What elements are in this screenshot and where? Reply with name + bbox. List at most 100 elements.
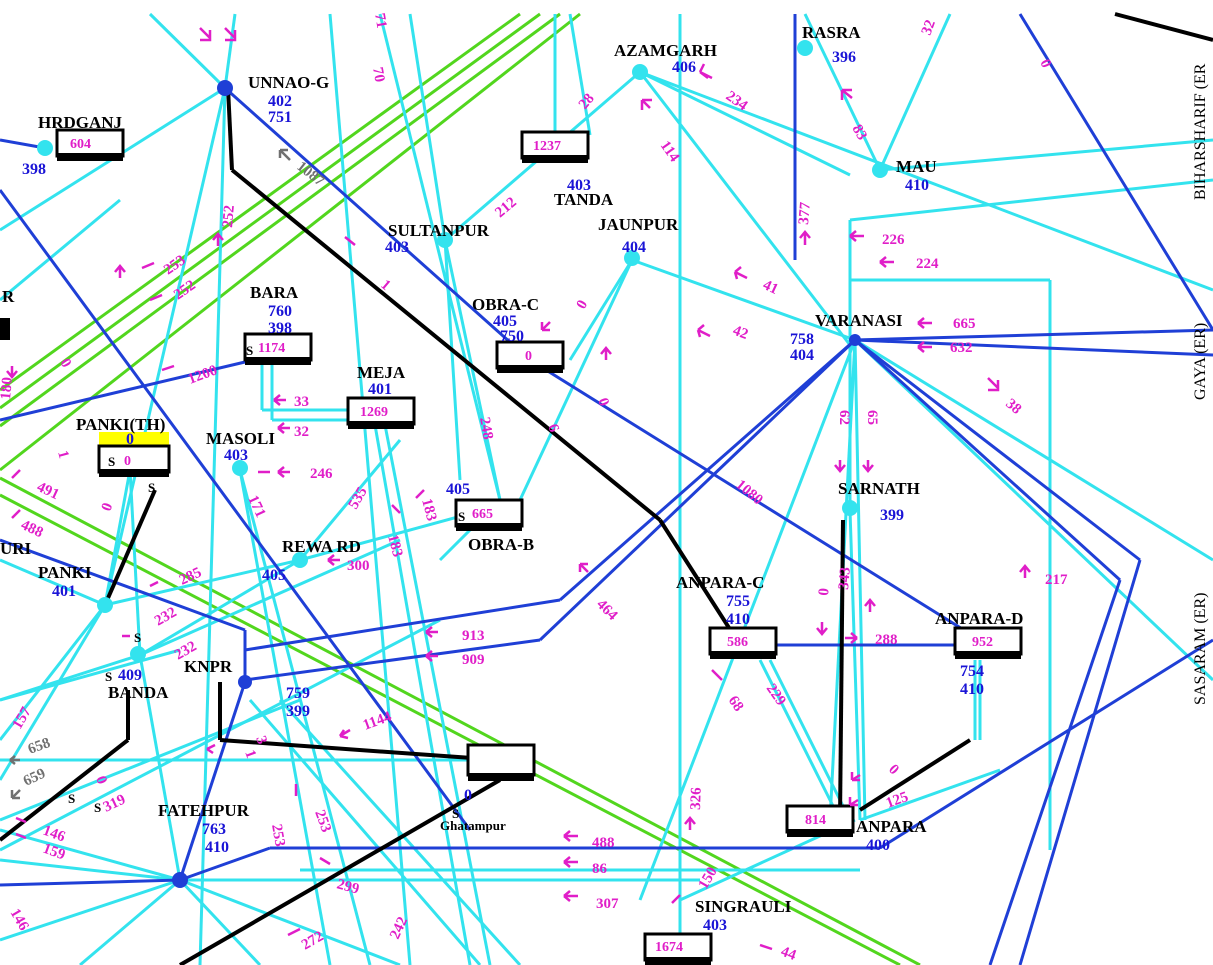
svg-text:86: 86 bbox=[592, 861, 608, 877]
box-meja: 1269 bbox=[346, 396, 416, 429]
svg-text:410: 410 bbox=[905, 177, 929, 194]
svg-text:0: 0 bbox=[525, 349, 532, 364]
svg-text:913: 913 bbox=[462, 628, 485, 644]
svg-text:68: 68 bbox=[725, 693, 747, 714]
svg-text:246: 246 bbox=[310, 466, 333, 482]
label-masoli: MASOLI bbox=[206, 429, 275, 448]
label-obrab: OBRA-B bbox=[468, 535, 534, 554]
svg-text:272: 272 bbox=[299, 928, 326, 953]
svg-text:658: 658 bbox=[26, 735, 53, 758]
svg-text:396: 396 bbox=[832, 49, 856, 66]
svg-text:159: 159 bbox=[41, 841, 68, 864]
svg-text:405: 405 bbox=[493, 313, 517, 330]
label-panki: PANKI bbox=[38, 563, 92, 582]
svg-text:398: 398 bbox=[268, 320, 292, 337]
svg-text:1200: 1200 bbox=[186, 362, 220, 387]
svg-text:S: S bbox=[134, 630, 141, 645]
svg-text:952: 952 bbox=[972, 635, 993, 650]
svg-text:403: 403 bbox=[224, 447, 248, 464]
svg-text:398: 398 bbox=[22, 161, 46, 178]
svg-text:307: 307 bbox=[596, 896, 619, 912]
svg-text:343: 343 bbox=[836, 567, 854, 591]
label-knpr: KNPR bbox=[184, 657, 233, 676]
edge-label-uri: URI bbox=[0, 539, 32, 558]
label-sasaram: SASARAM (ER) bbox=[1192, 593, 1209, 705]
svg-text:229: 229 bbox=[763, 681, 789, 709]
svg-text:1: 1 bbox=[54, 449, 71, 460]
svg-text:0: 0 bbox=[464, 787, 472, 804]
svg-text:406: 406 bbox=[672, 59, 696, 76]
bus-nodes bbox=[37, 40, 888, 888]
svg-text:224: 224 bbox=[916, 256, 939, 272]
label-obrac: OBRA-C bbox=[472, 295, 539, 314]
box-ghatampur bbox=[466, 743, 536, 781]
svg-text:464: 464 bbox=[593, 597, 621, 625]
svg-text:755: 755 bbox=[726, 593, 750, 610]
svg-text:659: 659 bbox=[21, 766, 48, 790]
svg-text:1674: 1674 bbox=[655, 940, 683, 955]
svg-text:253: 253 bbox=[311, 808, 334, 835]
svg-text:S: S bbox=[452, 806, 459, 821]
label-biharsharif: BIHARSHARIF (ER bbox=[1192, 63, 1209, 200]
label-panki-th: PANKI(TH) bbox=[76, 415, 165, 434]
svg-text:S: S bbox=[105, 669, 112, 684]
svg-text:751: 751 bbox=[268, 109, 292, 126]
external-region-labels: BIHARSHARIF (ER GAYA (ER) SASARAM (ER) bbox=[1192, 63, 1209, 705]
svg-text:814: 814 bbox=[805, 813, 826, 828]
label-banda: BANDA bbox=[108, 683, 169, 702]
box-anpara: 814 bbox=[785, 804, 855, 837]
svg-text:0: 0 bbox=[99, 501, 117, 514]
box-panki-th: S 0 bbox=[97, 432, 171, 477]
substation-labels: UNNAO-G 402 751 HRDGANJ 398 AZAMGARH 406… bbox=[22, 23, 1023, 934]
svg-text:401: 401 bbox=[52, 583, 76, 600]
svg-text:405: 405 bbox=[262, 567, 286, 584]
box-obrac: 0 bbox=[495, 340, 565, 373]
svg-text:248: 248 bbox=[476, 416, 496, 441]
svg-text:299: 299 bbox=[335, 876, 361, 897]
box-tanda: 1237 bbox=[520, 130, 590, 163]
svg-text:S: S bbox=[458, 509, 465, 524]
svg-text:665: 665 bbox=[472, 507, 493, 522]
svg-text:0: 0 bbox=[57, 356, 75, 370]
svg-text:S: S bbox=[108, 454, 115, 469]
edge-label-r: R bbox=[2, 287, 15, 306]
svg-text:0: 0 bbox=[1036, 57, 1054, 71]
svg-text:1087: 1087 bbox=[294, 159, 328, 190]
hvdc-lines bbox=[0, 12, 921, 965]
svg-text:42: 42 bbox=[731, 323, 751, 343]
label-anparad: ANPARA-D bbox=[935, 609, 1023, 628]
svg-text:403: 403 bbox=[703, 917, 727, 934]
svg-text:0: 0 bbox=[574, 298, 592, 312]
svg-text:32: 32 bbox=[294, 424, 309, 440]
svg-text:403: 403 bbox=[567, 177, 591, 194]
flow-arrows bbox=[6, 27, 1031, 951]
svg-text:1174: 1174 bbox=[258, 341, 285, 356]
box-obrab: S 665 bbox=[454, 498, 524, 531]
label-tanda: TANDA bbox=[554, 190, 614, 209]
svg-text:146: 146 bbox=[41, 823, 68, 846]
label-fatehpur: FATEHPUR bbox=[158, 801, 250, 820]
svg-text:377: 377 bbox=[796, 201, 814, 225]
svg-text:252: 252 bbox=[220, 205, 238, 229]
svg-text:400: 400 bbox=[866, 837, 890, 854]
svg-text:180: 180 bbox=[0, 377, 16, 401]
svg-text:212: 212 bbox=[492, 194, 520, 221]
svg-text:404: 404 bbox=[622, 239, 646, 256]
svg-text:65: 65 bbox=[864, 410, 880, 425]
svg-text:125: 125 bbox=[884, 789, 911, 812]
box-singrauli: 1674 bbox=[643, 932, 713, 965]
svg-text:604: 604 bbox=[70, 137, 91, 152]
svg-text:405: 405 bbox=[446, 481, 470, 498]
box-bara: S 1174 bbox=[243, 332, 313, 365]
svg-text:754: 754 bbox=[960, 663, 984, 680]
svg-text:410: 410 bbox=[960, 681, 984, 698]
svg-text:399: 399 bbox=[880, 507, 904, 524]
svg-text:760: 760 bbox=[268, 303, 292, 320]
svg-text:S: S bbox=[68, 791, 75, 806]
box-anparad: 952 bbox=[953, 626, 1023, 659]
label-rewa: REWA RD bbox=[282, 537, 361, 556]
svg-text:70: 70 bbox=[369, 66, 387, 84]
svg-text:1237: 1237 bbox=[533, 139, 561, 154]
svg-text:404: 404 bbox=[790, 347, 814, 364]
